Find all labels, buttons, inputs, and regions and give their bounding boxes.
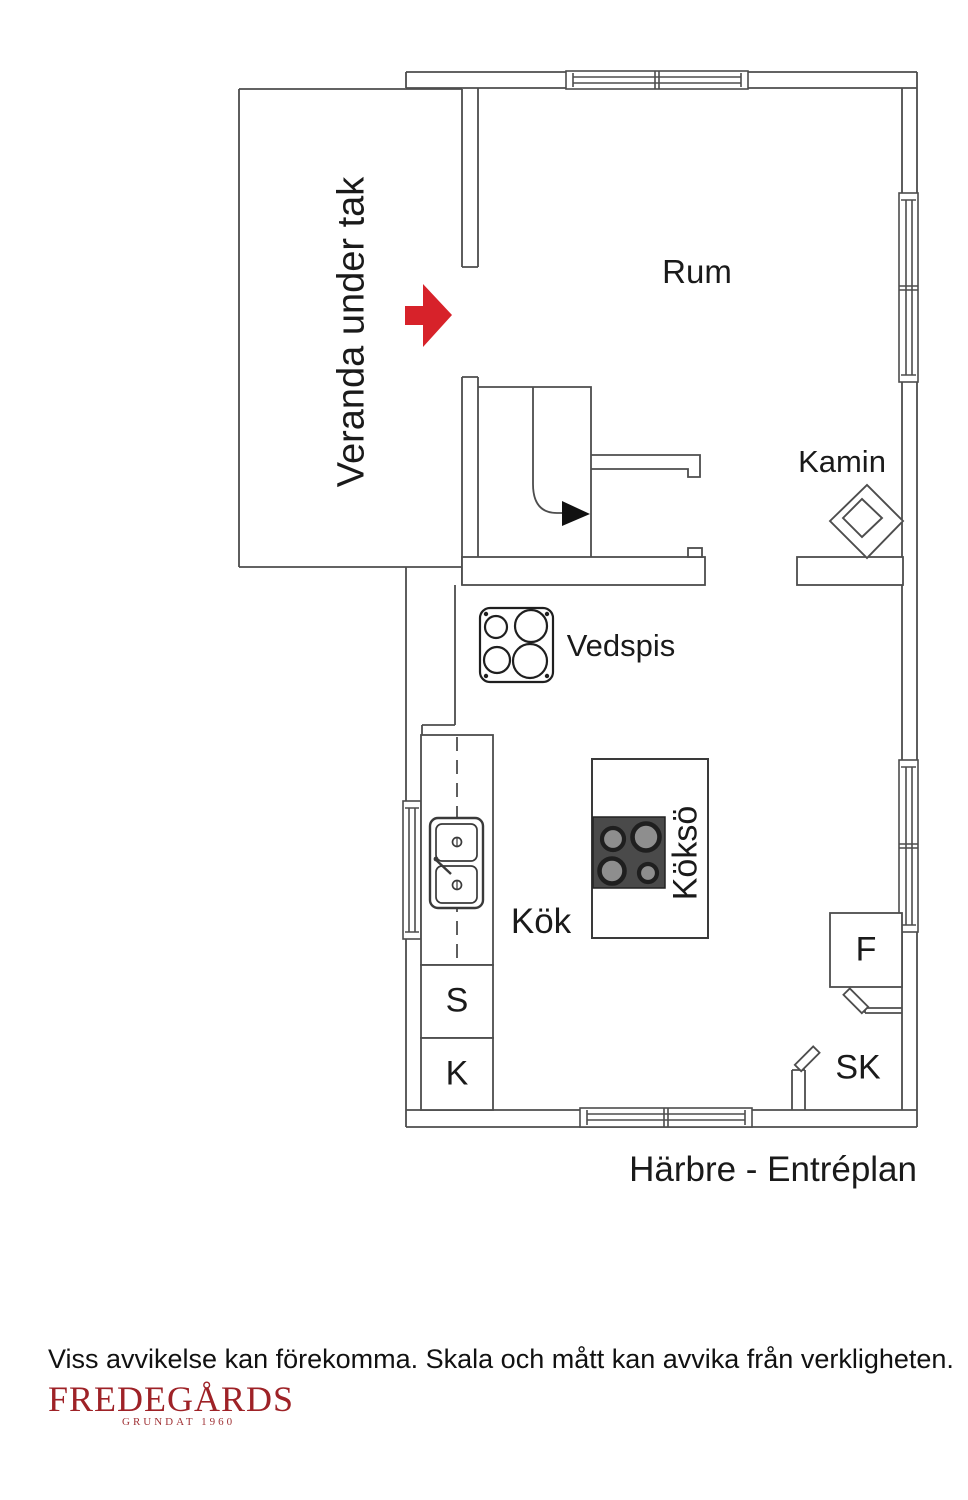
door-swing-icon-sk-left [793, 1045, 821, 1073]
stair-direction-arrow-icon [562, 501, 590, 526]
kokso-label: Köksö [666, 805, 705, 901]
fridge-label: F [855, 930, 877, 969]
staircase [478, 386, 701, 557]
kok-label: Kök [510, 902, 572, 941]
vedspis-label: Vedspis [566, 628, 676, 663]
cabinet-k-label: K [445, 1054, 469, 1093]
window-top-icon [565, 70, 749, 90]
window-bottom-icon [579, 1107, 753, 1128]
brand-logo-subtext: GRUNDAT 1960 [122, 1416, 236, 1428]
fireplace-icon [828, 483, 905, 560]
window-right-rum-icon [898, 192, 919, 383]
door-swing-icon-sk-top [842, 987, 870, 1015]
wood-stove-icon [478, 606, 555, 684]
disclaimer-text: Viss avvikelse kan förekomma. Skala och … [48, 1344, 954, 1374]
cooktop-icon [592, 816, 666, 889]
fridge-box [829, 912, 903, 988]
sk-closet-label: SK [835, 1048, 881, 1087]
cabinet-s-box [420, 964, 494, 1039]
entrance-wall [461, 88, 479, 585]
cabinet-k-box [420, 1037, 494, 1111]
plan-title: Härbre - Entréplan [629, 1150, 917, 1189]
veranda-label: Veranda under tak [330, 176, 373, 488]
window-right-kitchen-icon [898, 759, 919, 933]
window-left-icon [402, 800, 422, 940]
entrance-arrow-icon [405, 284, 452, 347]
rum-label: Rum [662, 253, 732, 290]
cabinet-s-label: S [445, 981, 469, 1020]
brand-logo: FREDEGÅRDS [48, 1379, 295, 1419]
interior-partitions [461, 547, 904, 586]
veranda-outline [238, 88, 462, 568]
sink-icon [428, 816, 485, 910]
kamin-label: Kamin [798, 444, 886, 479]
